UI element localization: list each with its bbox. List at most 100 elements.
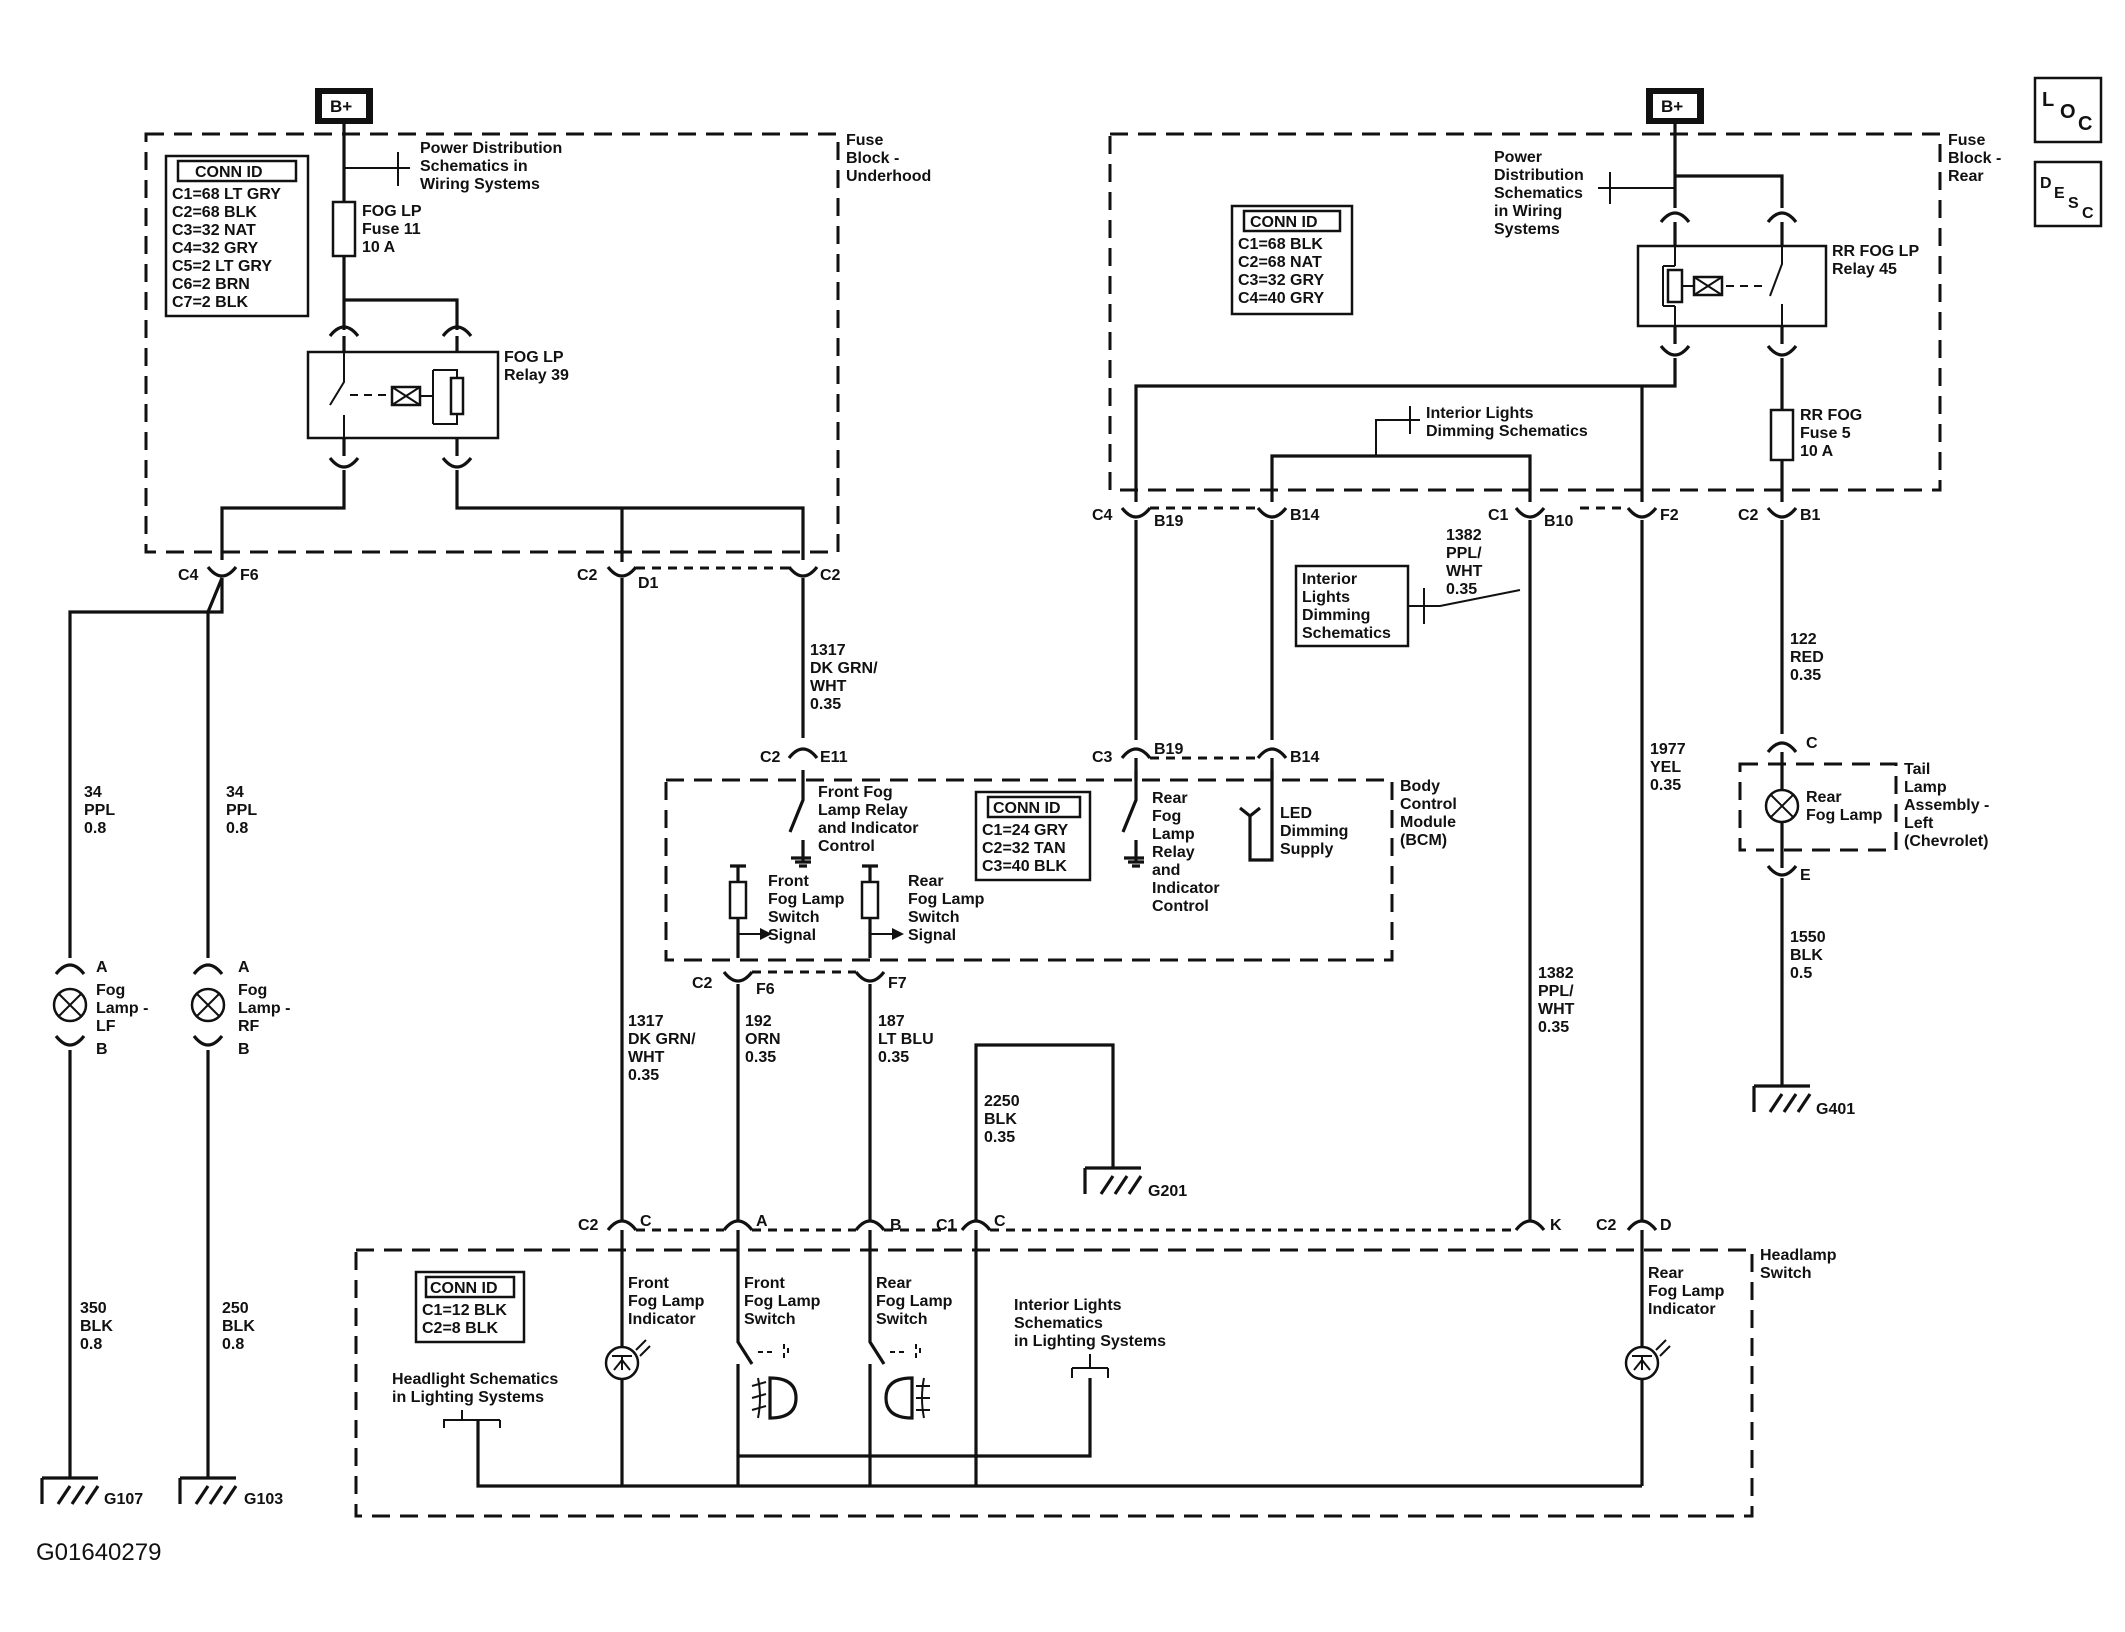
connector-hs-c1-c bbox=[960, 1219, 992, 1232]
dim-box-3: Dimming bbox=[1302, 607, 1370, 624]
w1977-2: YEL bbox=[1650, 759, 1681, 776]
bcm-front-relay-4: Control bbox=[818, 838, 875, 855]
relay39-output-leads bbox=[342, 438, 459, 456]
connector-fr-b bbox=[192, 1034, 224, 1047]
relay39-pin-2 bbox=[441, 325, 473, 338]
connector-c2-upper bbox=[787, 565, 819, 578]
fbu-conn-2: C2=68 BLK bbox=[172, 204, 257, 221]
bcm-rear-relay-1: Rear bbox=[1152, 790, 1188, 807]
fbr-dimming-1: Interior Lights bbox=[1426, 405, 1534, 422]
fuse-block-underhood-box bbox=[144, 132, 840, 554]
fbu-conn-id-table: CONN ID C1=68 LT GRY C2=68 BLK C3=32 NAT… bbox=[164, 154, 310, 318]
bcm-front-relay-1: Front Fog bbox=[818, 784, 893, 801]
bcm-led-supply-symbol bbox=[1239, 770, 1274, 862]
fr-b: B bbox=[238, 1041, 250, 1058]
w250-1: 250 bbox=[222, 1300, 249, 1317]
rear-fog-lamp-x bbox=[1770, 794, 1794, 818]
bcm-rear-relay-4: Relay bbox=[1152, 844, 1195, 861]
fbu-conn-title: CONN ID bbox=[195, 164, 263, 181]
fbu-conn-6: C6=2 BRN bbox=[172, 276, 250, 293]
w187-3: 0.35 bbox=[878, 1049, 909, 1066]
hs-conn-2: C2=8 BLK bbox=[422, 1320, 498, 1337]
bcm-title-2: Control bbox=[1400, 796, 1457, 813]
fbr-conn-title: CONN ID bbox=[1250, 214, 1318, 231]
hs-interior-ref-2: Schematics bbox=[1014, 1315, 1103, 1332]
fbr-conn-id-table: CONN ID C1=68 BLK C2=68 NAT C3=32 GRY C4… bbox=[1230, 204, 1354, 316]
w1382-top-2: PPL/ bbox=[1446, 545, 1482, 562]
relay39-resistor bbox=[449, 376, 465, 416]
conn-f6: F6 bbox=[240, 567, 259, 584]
fog-lp-fuse-11 bbox=[331, 200, 357, 258]
loc-letter-o: O bbox=[2060, 101, 2076, 123]
hs-rear-ind-1: Rear bbox=[1648, 1265, 1684, 1282]
bcm-rear-arrow bbox=[892, 928, 904, 940]
conn-c2r: C2 bbox=[1738, 507, 1759, 524]
bcm-front-sig-2: Fog Lamp bbox=[768, 891, 845, 908]
w1382-top-3: WHT bbox=[1446, 563, 1483, 580]
connector-fl-b bbox=[54, 1034, 86, 1047]
hs-headlight-ref-bracket bbox=[443, 1410, 501, 1428]
b-plus-left-label: B+ bbox=[330, 97, 352, 116]
connector-hs-b bbox=[854, 1219, 886, 1232]
connector-c3-b19 bbox=[1120, 747, 1152, 760]
loc-icon[interactable]: L O C bbox=[2033, 76, 2103, 144]
rear-fog-lamp-symbol-icon bbox=[884, 1376, 930, 1420]
bcm-front-sig-1: Front bbox=[768, 873, 810, 890]
hs-rear-sw-1: Rear bbox=[876, 1275, 912, 1292]
fbu-conn-5: C5=2 LT GRY bbox=[172, 258, 272, 275]
bcm-conn-2: C2=32 TAN bbox=[982, 840, 1066, 857]
connector-b14 bbox=[1256, 506, 1288, 519]
wire-relay39-to-c4 bbox=[220, 470, 346, 560]
fbr-relay-2: Relay 45 bbox=[1832, 261, 1897, 278]
fl-a: A bbox=[96, 959, 108, 976]
fbr-fuse-3: 10 A bbox=[1800, 443, 1834, 460]
conn-d1: D1 bbox=[638, 575, 659, 592]
w1382-top-1: 1382 bbox=[1446, 527, 1482, 544]
fbu-power-ref-3: Wiring Systems bbox=[420, 176, 540, 193]
hs-ground-bus bbox=[476, 1420, 1642, 1488]
fbr-power-ref-1: Power bbox=[1494, 149, 1542, 166]
fbu-conn-7: C7=2 BLK bbox=[172, 294, 248, 311]
conn-f6b: F6 bbox=[756, 981, 775, 998]
hs-interior-ref-bracket bbox=[1071, 1354, 1109, 1378]
w192-2: ORN bbox=[745, 1031, 781, 1048]
fbr-title-1: Fuse bbox=[1948, 132, 1985, 149]
bcm-front-resistor bbox=[728, 880, 748, 920]
ground-g107-icon bbox=[40, 1476, 100, 1505]
w1382-bot-2: PPL/ bbox=[1538, 983, 1574, 1000]
w250-3: 0.8 bbox=[222, 1336, 244, 1353]
w1317-top-2: DK GRN/ bbox=[810, 660, 878, 677]
bcm-conn-3: C3=40 BLK bbox=[982, 858, 1067, 875]
front-fog-lamp-symbol-icon bbox=[751, 1376, 798, 1420]
bcm-title-4: (BCM) bbox=[1400, 832, 1447, 849]
relay45-resistor bbox=[1666, 268, 1684, 304]
ground-g103-icon bbox=[178, 1476, 238, 1505]
w2250-3: 0.35 bbox=[984, 1129, 1015, 1146]
relay45-pin-4 bbox=[1766, 344, 1798, 357]
hs-front-switch bbox=[736, 1230, 754, 1486]
hs-interior-ref-3: in Lighting Systems bbox=[1014, 1333, 1166, 1350]
dim-box-2: Lights bbox=[1302, 589, 1350, 606]
b-plus-right-label: B+ bbox=[1661, 97, 1683, 116]
tail-e: E bbox=[1800, 867, 1811, 884]
w187-2: LT BLU bbox=[878, 1031, 934, 1048]
hs-interior-return bbox=[738, 1378, 1092, 1458]
dim-box-1: Interior bbox=[1302, 571, 1357, 588]
wire-2250-blk bbox=[974, 1043, 1115, 1222]
fbr-power-ref-5: Systems bbox=[1494, 221, 1560, 238]
fbr-conn-1: C1=68 BLK bbox=[1238, 236, 1323, 253]
relay45-pin-3 bbox=[1659, 344, 1691, 357]
fbu-relay-2: Relay 39 bbox=[504, 367, 569, 384]
desc-icon[interactable]: D E S C bbox=[2033, 160, 2103, 228]
hs-headlight-ref-2: in Lighting Systems bbox=[392, 1389, 544, 1406]
hs-front-ind-3: Indicator bbox=[628, 1311, 696, 1328]
w1317-top-4: 0.35 bbox=[810, 696, 841, 713]
desc-letter-s: S bbox=[2068, 195, 2079, 212]
desc-letter-e: E bbox=[2054, 185, 2065, 202]
relay39-input-leads bbox=[342, 336, 459, 352]
connector-tail-e bbox=[1766, 864, 1798, 877]
fbr-relay-1: RR FOG LP bbox=[1832, 243, 1919, 260]
connector-c4-b19 bbox=[1120, 506, 1152, 519]
fbu-relay-1: FOG LP bbox=[504, 349, 564, 366]
wire-relay45-to-c4 bbox=[1134, 358, 1677, 502]
